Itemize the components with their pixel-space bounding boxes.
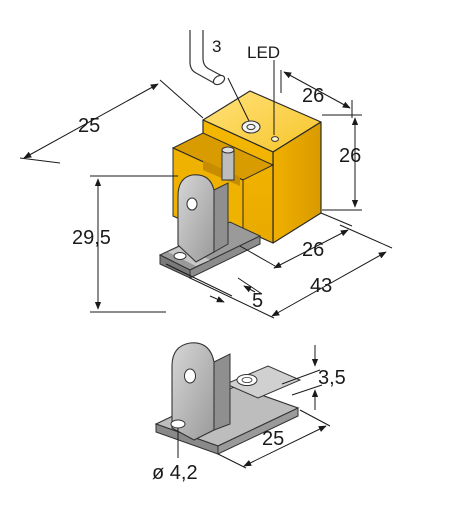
dim-offset-bottom: 5	[252, 290, 263, 312]
screw-icon	[241, 120, 261, 134]
dim-height-left: 29,5	[72, 227, 111, 249]
cable	[189, 30, 226, 86]
sensor-body	[171, 90, 322, 249]
dim-hole-diameter: ø 4,2	[152, 462, 198, 484]
dimension-lines-upper	[19, 60, 393, 319]
dim-height-right: 26	[339, 145, 361, 167]
cable-label: 3	[212, 37, 221, 56]
sensor-assembly: 3 LED 26 25 26 29,5 26 43 5	[19, 30, 393, 319]
mounting-bracket	[158, 174, 262, 279]
dim-depth-a: 26	[302, 239, 324, 261]
dim-length-top: 25	[78, 115, 100, 137]
bracket-hole-icon	[170, 419, 186, 429]
dim-width-top: 26	[302, 85, 324, 107]
led-icon	[271, 136, 279, 142]
bracket-detail	[154, 342, 331, 469]
dim-bracket-height: 3,5	[318, 367, 346, 389]
dim-bracket-length: 25	[262, 428, 284, 450]
dim-depth-b: 43	[310, 275, 332, 297]
led-label: LED	[247, 43, 280, 62]
mount-hole-icon	[173, 252, 187, 260]
